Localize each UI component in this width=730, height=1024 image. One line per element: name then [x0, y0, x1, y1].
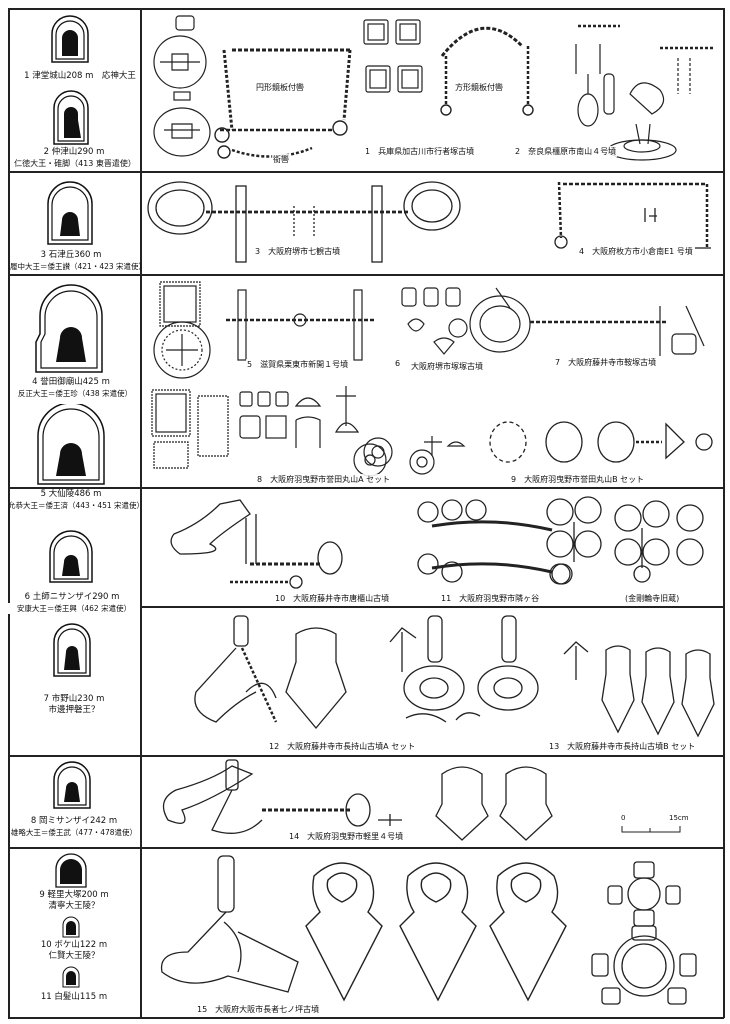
horse-bit-12-drawing	[176, 612, 376, 742]
horse-bit-9-drawing	[482, 418, 717, 468]
stirrups-12-drawing	[386, 612, 546, 732]
kofun-mound-11-icon	[62, 966, 80, 988]
frame-right	[723, 8, 725, 1018]
mound-3-label: 3 石津丘360 m	[40, 250, 102, 260]
kofun-mound-7-icon	[52, 622, 92, 678]
mound-5-note: 允恭大王＝倭王済（443・451 宋遣使）	[8, 501, 145, 510]
caption-site-6-number: 6	[394, 359, 402, 368]
row-divider-3	[8, 487, 724, 489]
frame-top	[8, 8, 724, 10]
ring-harness-15-drawing	[588, 860, 708, 1010]
kofun-mound-2-icon	[52, 88, 90, 146]
caption-site-6: 大阪府堺市塚塚古墳	[410, 361, 484, 372]
fittings-6-drawing	[398, 284, 498, 364]
horse-bit-3-drawing	[144, 176, 464, 272]
kofun-mound-10-icon	[62, 916, 80, 938]
horse-bit-4-drawing	[545, 178, 715, 268]
mound-7-label: 7 市野山230 m	[43, 694, 105, 704]
pendants-14-drawing	[432, 764, 562, 844]
horse-bit-14-drawing	[152, 759, 412, 842]
mound-6-label: 6 土師ニサンザイ290 m	[24, 592, 120, 602]
rosettes-drawing	[352, 426, 472, 486]
caption-site-14: 14 大阪府羽曳野市軽里４号墳	[288, 831, 405, 842]
caption-site-8: 8 大阪府羽曳野市誉田丸山A セット	[256, 474, 392, 485]
mound-5-label: 5 大仙陵486 m	[40, 489, 102, 499]
row-divider-1	[8, 171, 724, 173]
scale-bar-15cm-label: 15cm	[668, 814, 690, 822]
mound-11-label: 11 白髪山115 m	[40, 992, 108, 1002]
kofun-mound-9-icon	[54, 853, 88, 889]
kofun-mound-1-icon	[50, 14, 90, 64]
horse-bit-10-drawing	[160, 494, 380, 594]
caption-site-4: 4 大阪府枚方市小倉南E1 号墳	[578, 246, 694, 257]
mound-8-note: 雄略大王＝倭王武（477・478遣使）	[10, 828, 138, 837]
heart-pendants-15-drawing	[302, 856, 592, 1006]
kofun-mound-4-icon	[34, 282, 108, 374]
horse-bit-13-drawing	[560, 640, 720, 740]
caption-bit: 銜轡	[272, 154, 290, 165]
row-divider-5	[8, 755, 724, 757]
mound-7-note: 市邊押磐王？	[48, 705, 100, 715]
caption-site-10: 10 大阪府藤井寺市唐櫃山古墳	[274, 593, 391, 604]
mound-6-note: 安康大王＝倭王興（462 宋遣使）	[8, 603, 140, 614]
mound-10-note: 仁賢大王陵？	[48, 951, 100, 961]
caption-site-15: 15 大阪府大阪市長者七ノ坪古墳	[196, 1004, 321, 1015]
caption-site-5: 5 滋賀県栗東市新開１号墳	[246, 359, 350, 370]
scale-bar-zero-label: 0	[620, 814, 627, 822]
kofun-mound-8-icon	[52, 760, 92, 810]
kofun-mound-6-icon	[48, 530, 94, 584]
mirror-plate-bit-round-1-drawing	[150, 14, 230, 164]
mound-8-label: 8 岡ミサンザイ242 m	[30, 816, 118, 826]
caption-site-2: 2 奈良県橿原市南山４号墳	[514, 146, 618, 157]
mound-2-note: 仁徳大王・碓脚（413 東晋遣使）	[14, 159, 136, 168]
mound-4-note: 反正大王＝倭王珍（438 宋遣使）	[17, 389, 133, 398]
caption-site-7: 7 大阪府藤井寺市鞍塚古墳	[554, 357, 658, 368]
kofun-mound-3-icon	[46, 180, 94, 246]
row-divider-4	[8, 606, 724, 608]
caption-site-13: 13 大阪府藤井寺市長持山古墳B セット	[548, 741, 697, 752]
square-plates-drawing	[362, 16, 428, 106]
twisted-bit-1-drawing	[212, 40, 362, 170]
column-divider	[140, 8, 142, 1018]
horse-bit-5-drawing	[216, 286, 386, 366]
caption-square-mirror-bit: 方形鏡板付轡	[454, 82, 504, 93]
square-mirror-bit-drawing	[432, 16, 552, 116]
ornate-mirror-plate-5-drawing	[146, 280, 216, 380]
ornate-plate-8-drawing	[146, 386, 236, 476]
caption-site-9: 9 大阪府羽曳野市誉田丸山B セット	[510, 474, 646, 485]
mound-1-label: 1 津堂城山208 m 応神大王	[24, 71, 136, 81]
frame-left	[8, 8, 10, 1018]
horse-bit-15-drawing	[148, 852, 308, 1012]
row-divider-6	[8, 847, 724, 849]
ring-bit-drawing	[540, 492, 720, 592]
fittings-8-drawing	[236, 386, 406, 476]
row-divider-2	[8, 274, 724, 276]
mound-9-label: 9 軽里大塚200 m	[39, 890, 109, 900]
mound-2-label: 2 仲津山290 m	[43, 147, 105, 157]
caption-site-12: 12 大阪府藤井寺市長持山古墳A セット	[268, 741, 417, 752]
caption-kongorinji: (金剛輪寺旧蔵)	[624, 593, 681, 604]
mound-3-note: 履中大王＝倭王讃（421・423 宋遣使）	[10, 262, 147, 271]
horse-bit-2-drawing	[560, 14, 720, 164]
frame-bottom	[8, 1017, 724, 1019]
caption-round-mirror-bit: 円形鏡板付轡	[255, 82, 305, 93]
caption-site-3: 3 大阪府堺市七観古墳	[254, 246, 342, 257]
mound-9-note: 清寧大王陵？	[48, 901, 100, 911]
kofun-mound-5-icon	[36, 404, 106, 486]
caption-site-11: 11 大阪府羽曳野市隣ヶ谷	[440, 593, 541, 604]
mound-10-label: 10 ボケ山122 m	[40, 940, 108, 950]
scale-bar	[620, 824, 690, 836]
caption-site-1: 1 兵庫県加古川市行者塚古墳	[364, 146, 476, 157]
horse-bit-7-drawing	[466, 286, 716, 366]
mound-4-label: 4 誉田御廟山425 m	[32, 377, 110, 387]
